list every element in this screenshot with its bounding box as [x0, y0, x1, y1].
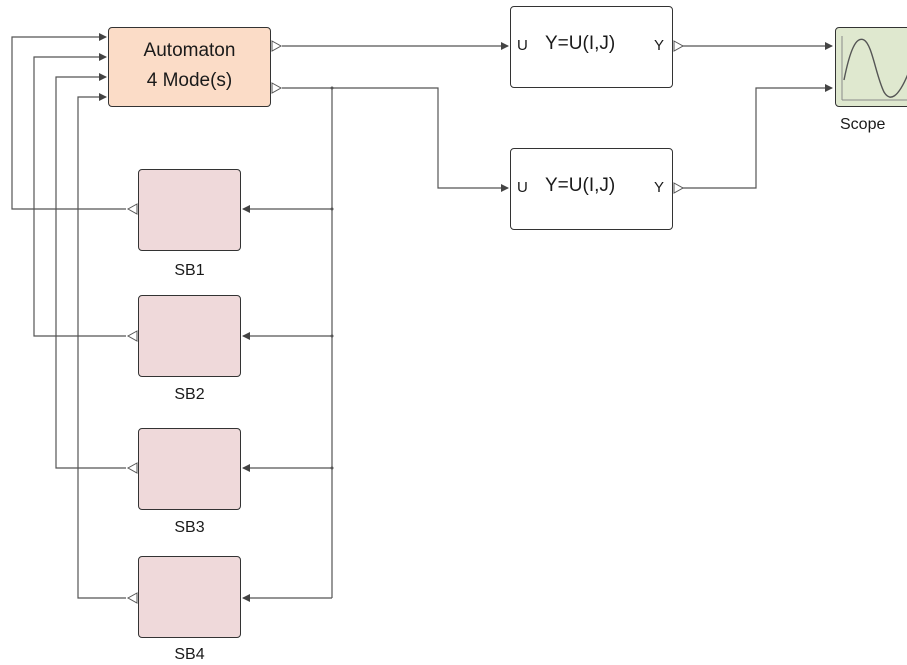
automaton-modes: 4 Mode(s): [146, 70, 233, 91]
sb4-output-port[interactable]: [126, 592, 138, 604]
superblock-sb1[interactable]: [138, 169, 241, 251]
selector1-output-port[interactable]: [673, 40, 685, 52]
automaton-block[interactable]: Automaton 4 Mode(s): [108, 27, 271, 107]
selector2-expression: Y=U(I,J): [545, 175, 616, 196]
selector2-input-port-label: U: [517, 179, 528, 196]
selector-block-1[interactable]: U Y=U(I,J) Y: [510, 6, 673, 88]
sb2-output-port[interactable]: [126, 330, 138, 342]
split-point: [330, 207, 334, 211]
split-point: [330, 466, 334, 470]
selector1-expression: Y=U(I,J): [545, 33, 616, 54]
superblock-sb2[interactable]: [138, 295, 241, 377]
sb3-output-port[interactable]: [126, 462, 138, 474]
selector2-output-port-label: Y: [653, 179, 664, 196]
superblock-label: SB4: [174, 646, 205, 663]
link-sb2-to-automaton[interactable]: [33, 53, 126, 337]
split-point: [330, 334, 334, 338]
automaton-title: Automaton: [143, 40, 236, 61]
superblock-sb4[interactable]: [138, 556, 241, 638]
link-sb3-to-automaton[interactable]: [55, 73, 126, 469]
superblock-label: SB1: [174, 262, 205, 279]
selector2-output-port[interactable]: [673, 182, 685, 194]
automaton-output-port-1[interactable]: [271, 40, 283, 52]
scope-label: Scope: [840, 116, 886, 133]
superblock-sb3[interactable]: [138, 428, 241, 510]
link-sb1-to-automaton[interactable]: [11, 33, 126, 210]
link-sb4-to-automaton[interactable]: [77, 93, 126, 599]
superblock-label: SB3: [174, 519, 205, 536]
split-point: [330, 86, 334, 90]
selector-block-2[interactable]: U Y=U(I,J) Y: [510, 148, 673, 230]
sine-wave-icon: [841, 36, 907, 101]
link-automaton-to-selector2[interactable]: [282, 87, 509, 192]
automaton-output-port-2[interactable]: [271, 82, 283, 94]
scope-block[interactable]: [835, 27, 907, 107]
superblock-label: SB2: [174, 386, 205, 403]
selector1-input-port-label: U: [517, 37, 528, 54]
selector1-output-port-label: Y: [653, 37, 664, 54]
link-selector2-to-scope[interactable]: [680, 84, 833, 189]
sb1-output-port[interactable]: [126, 203, 138, 215]
